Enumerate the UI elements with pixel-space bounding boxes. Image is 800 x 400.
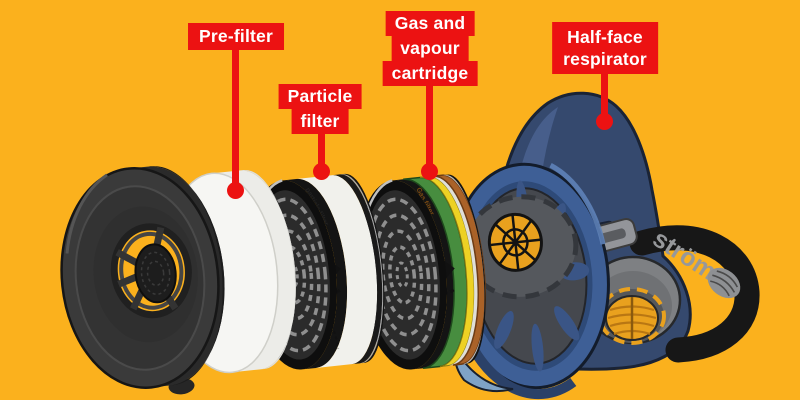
mask-lower-flap xyxy=(453,346,514,393)
leader-dot-pre-filter xyxy=(227,182,244,199)
filter-port-ring xyxy=(450,162,610,400)
label-half-face-line2: respirator xyxy=(563,49,647,69)
label-gas-cartridge-line1: Gas and xyxy=(385,11,475,36)
filter-cover-part xyxy=(60,166,225,395)
inhalation-valve xyxy=(487,212,543,272)
strap-grip xyxy=(707,267,741,299)
leader-line-particle xyxy=(318,125,325,176)
label-particle-filter: Particle filter xyxy=(278,84,362,134)
leader-dot-gas-cartridge xyxy=(421,163,438,180)
label-particle-filter-line1: Particle xyxy=(278,84,362,109)
exhalation-valve xyxy=(584,255,682,345)
label-particle-filter-line2: filter xyxy=(291,109,349,134)
half-face-respirator-part: ström xyxy=(450,91,760,400)
label-pre-filter: Pre-filter xyxy=(188,23,284,50)
label-gas-cartridge-line2: vapour xyxy=(391,36,469,61)
leader-dot-particle xyxy=(313,163,330,180)
label-gas-vapour-cartridge: Gas and vapour cartridge xyxy=(382,11,478,86)
leader-line-gas-cartridge xyxy=(426,72,433,176)
leader-line-half-face xyxy=(601,64,608,126)
head-strap xyxy=(629,225,760,363)
label-half-face-respirator: Half-face respirator xyxy=(552,22,658,74)
label-pre-filter-text: Pre-filter xyxy=(188,23,284,50)
label-gas-cartridge-line3: cartridge xyxy=(382,61,478,86)
leader-dot-half-face xyxy=(596,113,613,130)
label-half-face-line1: Half-face xyxy=(567,27,643,47)
leader-line-pre-filter xyxy=(232,45,239,192)
